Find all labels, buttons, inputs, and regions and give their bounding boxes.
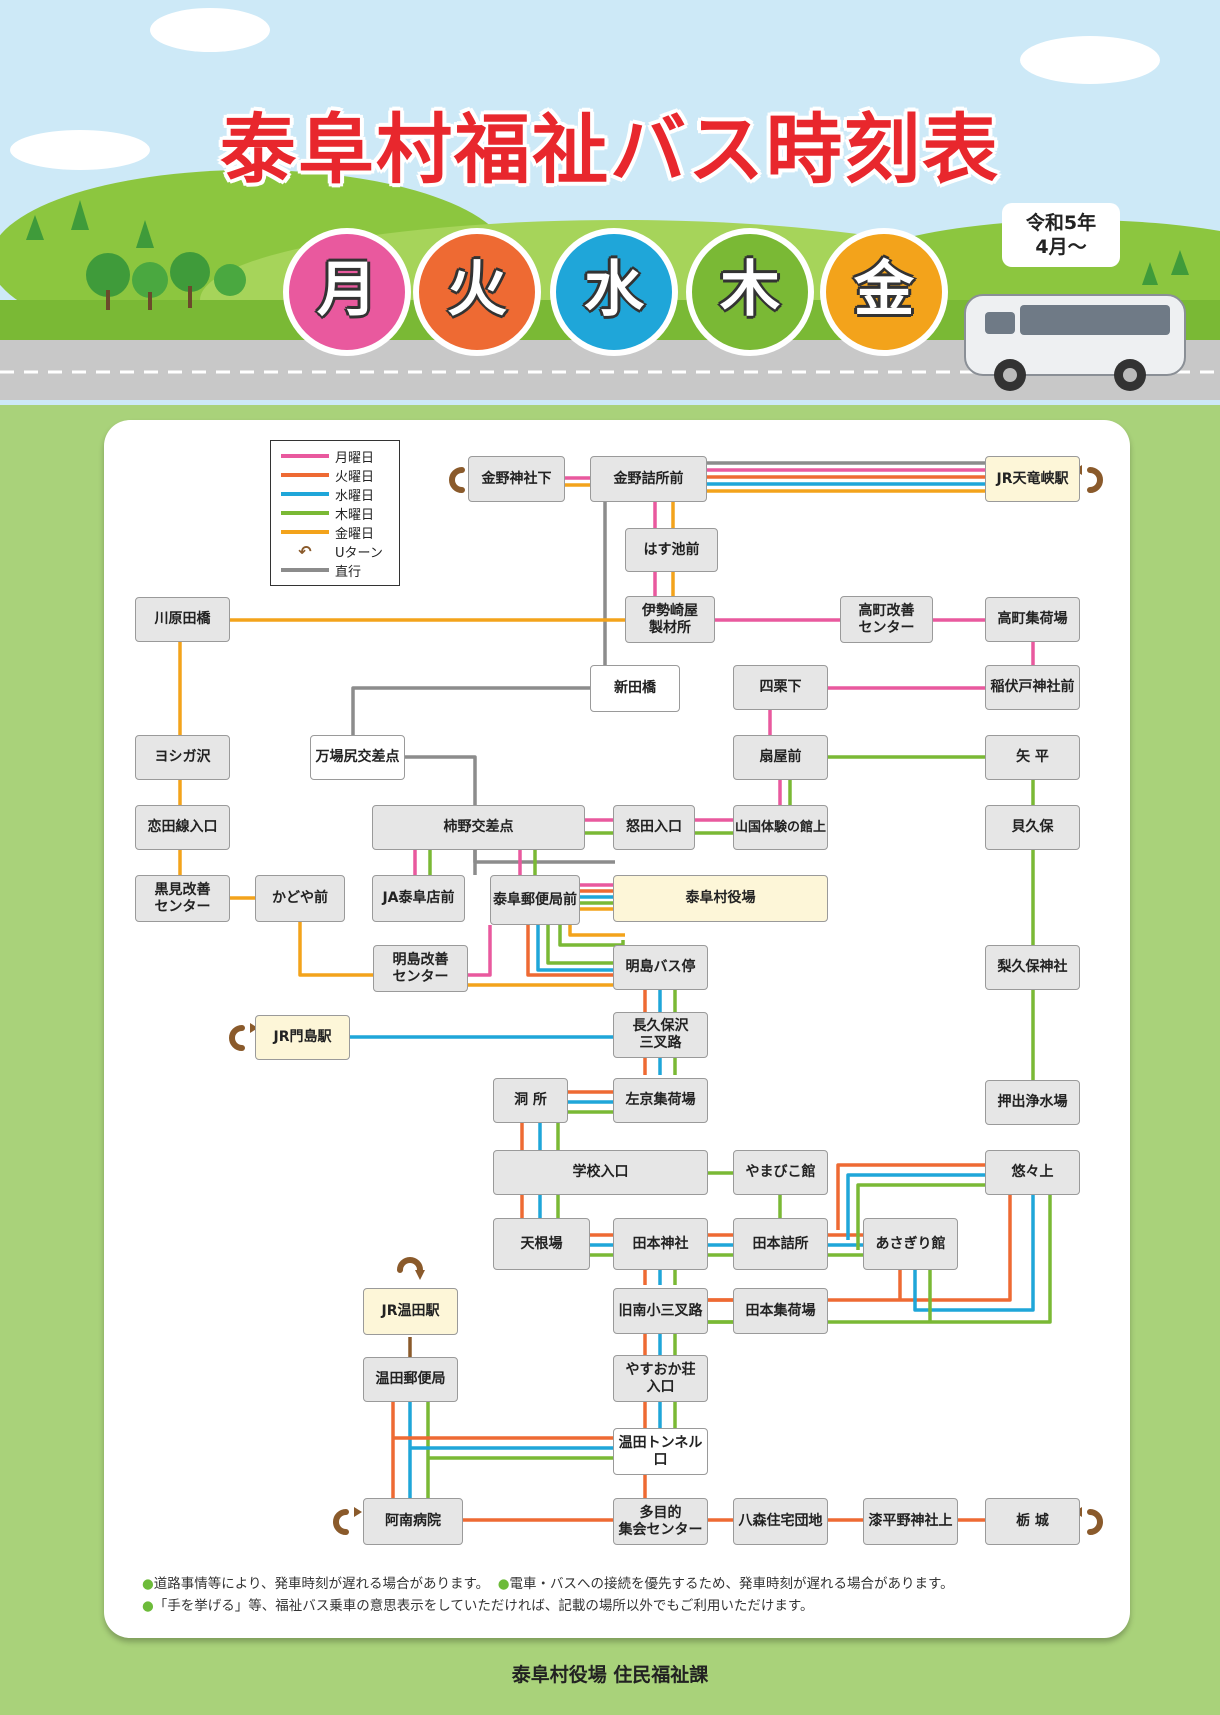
stop-kadoya[interactable]: かどや前 xyxy=(255,875,345,922)
stop-oshide[interactable]: 押出浄水場 xyxy=(985,1080,1080,1125)
stop-asagiri[interactable]: あさぎり館 xyxy=(863,1218,958,1270)
stop-yubinkyoku[interactable]: 泰阜郵便局前 xyxy=(490,875,580,925)
stop-meijima-kaizen[interactable]: 明島改善 センター xyxy=(373,945,468,992)
u-turn-icon xyxy=(1087,1509,1103,1535)
u-turn-icon xyxy=(333,1509,349,1535)
day-badge-friday: 金 xyxy=(820,228,948,356)
legend-tuesday: 火曜日 xyxy=(281,466,374,485)
stop-sankoku[interactable]: 山国体験の館上 xyxy=(733,805,828,850)
day-badge-monday: 月 xyxy=(283,228,411,356)
stop-takamachi-shuka[interactable]: 高町集荷場 xyxy=(985,597,1080,642)
u-turn-icon xyxy=(449,467,465,493)
stop-yotsuguri[interactable]: 四栗下 xyxy=(733,665,828,710)
stop-tenne[interactable]: 天根場 xyxy=(493,1218,590,1270)
stop-jr-tenryukyo[interactable]: JR天竜峡駅 xyxy=(985,456,1080,502)
stop-kakino[interactable]: 柿野交差点 xyxy=(372,805,585,850)
stop-inafushido[interactable]: 稲伏戸神社前 xyxy=(985,665,1080,710)
u-turn-icon xyxy=(397,1257,423,1273)
note-line-1: ●道路事情等により、発車時刻が遅れる場合があります。 ●電車・バスへの接続を優先… xyxy=(142,1576,954,1592)
legend-monday: 月曜日 xyxy=(281,447,374,466)
stop-yasuoka[interactable]: やすおか荘 入口 xyxy=(613,1355,708,1402)
stop-yakuba[interactable]: 泰阜村役場 xyxy=(613,875,828,922)
legend-friday: 金曜日 xyxy=(281,523,374,542)
stop-hora[interactable]: 洞 所 xyxy=(493,1078,568,1123)
stop-rikyubo[interactable]: 梨久保神社 xyxy=(985,945,1080,990)
stop-manba[interactable]: 万場尻交差点 xyxy=(310,735,405,780)
stop-kanano-tsumesho[interactable]: 金野詰所前 xyxy=(590,456,707,502)
effective-date-badge: 令和5年 4月〜 xyxy=(1002,203,1120,267)
stop-kanano-jinja[interactable]: 金野神社下 xyxy=(468,456,565,502)
u-turn-icon: ↶ xyxy=(298,541,312,561)
stop-tamokuteki[interactable]: 多目的 集会センター xyxy=(613,1498,708,1545)
legend-direct: 直行 xyxy=(281,561,361,580)
stop-nukata[interactable]: 怒田入口 xyxy=(613,805,695,850)
day-badge-wednesday: 水 xyxy=(550,228,678,356)
stop-tamoto-tsumesho[interactable]: 田本詰所 xyxy=(733,1218,828,1270)
stop-tamoto-jinja[interactable]: 田本神社 xyxy=(613,1218,708,1270)
stop-tochishiro[interactable]: 栃 城 xyxy=(985,1498,1080,1545)
stop-kawarada[interactable]: 川原田橋 xyxy=(135,597,230,642)
stop-kaikubo[interactable]: 貝久保 xyxy=(985,805,1080,850)
stop-yahira[interactable]: 矢 平 xyxy=(985,735,1080,780)
day-badge-thursday: 木 xyxy=(686,228,814,356)
legend-wednesday: 水曜日 xyxy=(281,485,374,504)
legend-thursday: 木曜日 xyxy=(281,504,374,523)
footer-department: 泰阜村役場 住民福祉課 xyxy=(511,1664,709,1686)
bullet-icon: ● xyxy=(497,1576,510,1592)
stop-tamoto-shuka[interactable]: 田本集荷場 xyxy=(733,1288,828,1334)
u-turn-icon xyxy=(229,1025,245,1051)
stop-koida[interactable]: 恋田線入口 xyxy=(135,805,230,850)
note-line-2: ●「手を挙げる」等、福祉バス乗車の意思表示をしていただければ、記載の場所以外でも… xyxy=(142,1598,814,1614)
stop-yoshigasawa[interactable]: ヨシガ沢 xyxy=(135,735,230,780)
stop-gakko[interactable]: 学校入口 xyxy=(493,1150,708,1195)
stop-kuromi[interactable]: 黒見改善 センター xyxy=(135,875,230,922)
stop-nagakubosawa[interactable]: 長久保沢 三叉路 xyxy=(613,1012,708,1058)
stop-ja[interactable]: JA泰阜店前 xyxy=(372,875,465,922)
stop-sakyo[interactable]: 左京集荷場 xyxy=(613,1078,708,1123)
stop-nukuta-tunnel[interactable]: 温田トンネル口 xyxy=(613,1428,708,1475)
stop-ogiyamae[interactable]: 扇屋前 xyxy=(733,735,828,780)
era-year: 令和5年 xyxy=(1025,212,1097,234)
stop-isezakiya[interactable]: 伊勢崎屋 製材所 xyxy=(625,596,715,643)
bullet-icon: ● xyxy=(142,1576,154,1592)
stop-yamori[interactable]: 八森住宅団地 xyxy=(733,1498,828,1545)
stop-yuyukami[interactable]: 悠々上 xyxy=(985,1150,1080,1195)
stop-jr-kadoshima[interactable]: JR門島駅 xyxy=(255,1015,350,1060)
era-month: 4月〜 xyxy=(1035,236,1087,258)
stop-urushihirano[interactable]: 漆平野神社上 xyxy=(863,1498,958,1545)
stop-hasuike[interactable]: はす池前 xyxy=(625,528,718,572)
u-turn-icons xyxy=(229,467,1103,1535)
stop-meijima-busstop[interactable]: 明島バス停 xyxy=(613,945,708,990)
stop-yamabiko[interactable]: やまびこ館 xyxy=(733,1150,828,1195)
stop-anan[interactable]: 阿南病院 xyxy=(363,1498,463,1545)
legend-u-turn: ↶Uターン xyxy=(281,541,383,561)
stop-nukuta-post[interactable]: 温田郵便局 xyxy=(363,1357,458,1402)
u-turn-icon xyxy=(1087,467,1103,493)
legend: 月曜日 火曜日 水曜日 木曜日 金曜日 ↶Uターン 直行 xyxy=(270,440,400,586)
day-badge-tuesday: 火 xyxy=(413,228,541,356)
header-banner: 泰阜村福祉バス時刻表 月 火 水 木 金 令和5年 4月〜 xyxy=(0,0,1220,405)
page-title: 泰阜村福祉バス時刻表 xyxy=(220,105,1000,194)
stop-jr-nukuta[interactable]: JR温田駅 xyxy=(363,1288,458,1335)
stop-shindabashi[interactable]: 新田橋 xyxy=(590,665,680,712)
stop-kyuminami[interactable]: 旧南小三叉路 xyxy=(613,1288,708,1334)
notes: ●道路事情等により、発車時刻が遅れる場合があります。 ●電車・バスへの接続を優先… xyxy=(142,1573,954,1617)
minibus-icon xyxy=(964,294,1186,391)
stop-takamachi-kaizen[interactable]: 高町改善 センター xyxy=(840,596,933,643)
bullet-icon: ● xyxy=(142,1598,154,1614)
